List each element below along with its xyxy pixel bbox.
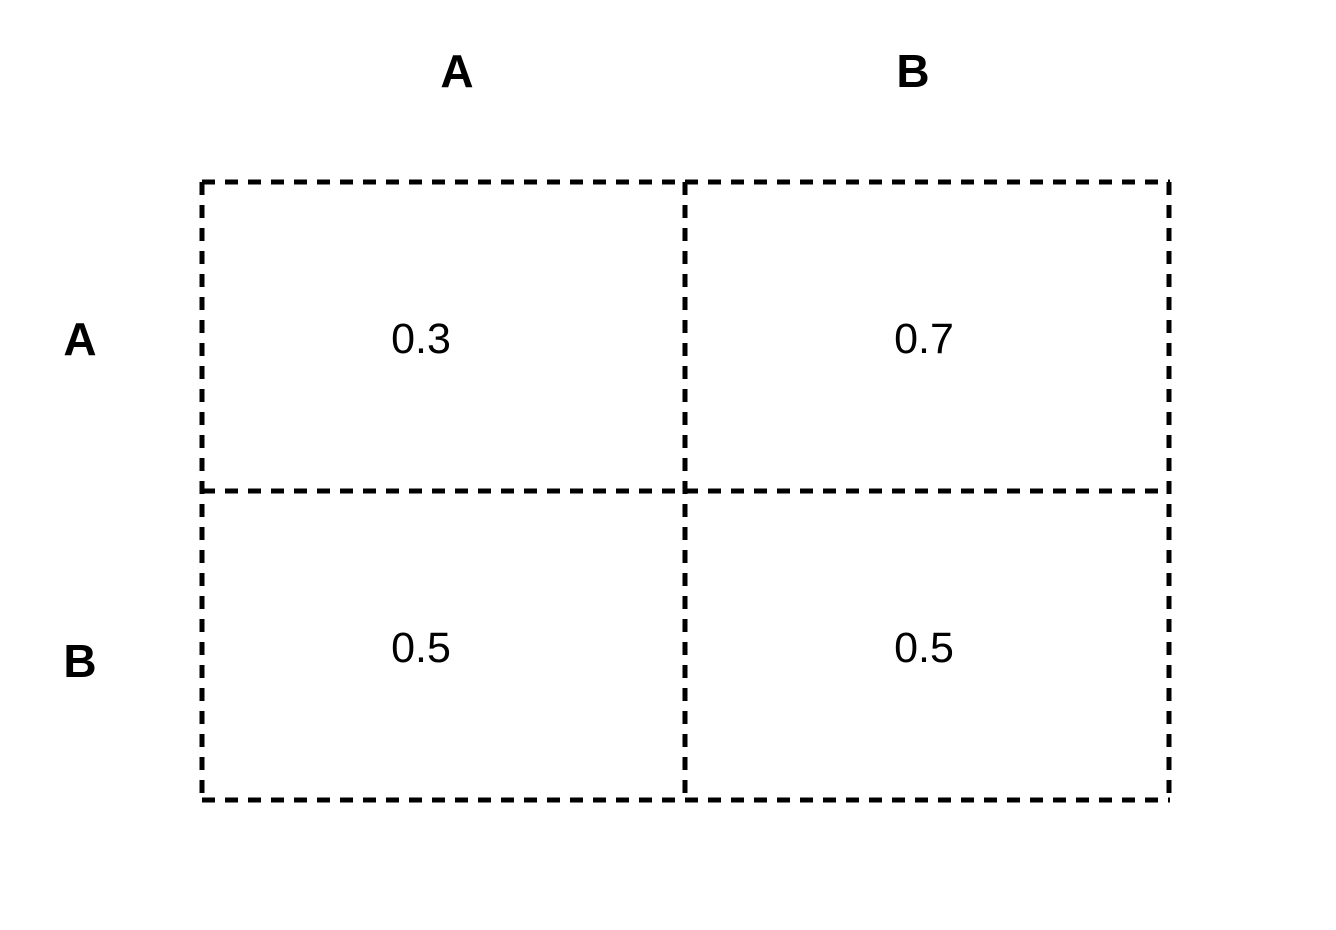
cell-a-a: 0.3 — [203, 183, 685, 491]
cell-a-b: 0.7 — [686, 183, 1168, 491]
cell-value: 0.5 — [894, 623, 954, 672]
cell-value: 0.5 — [391, 623, 451, 672]
column-header-a: A — [440, 45, 474, 97]
row-header-a: A — [63, 313, 97, 365]
cell-value: 0.7 — [894, 314, 954, 363]
column-header-b: B — [896, 45, 930, 97]
cell-b-b: 0.5 — [686, 492, 1168, 800]
cell-value: 0.3 — [391, 314, 451, 363]
cell-b-a: 0.5 — [203, 492, 685, 800]
row-header-b: B — [63, 635, 97, 687]
